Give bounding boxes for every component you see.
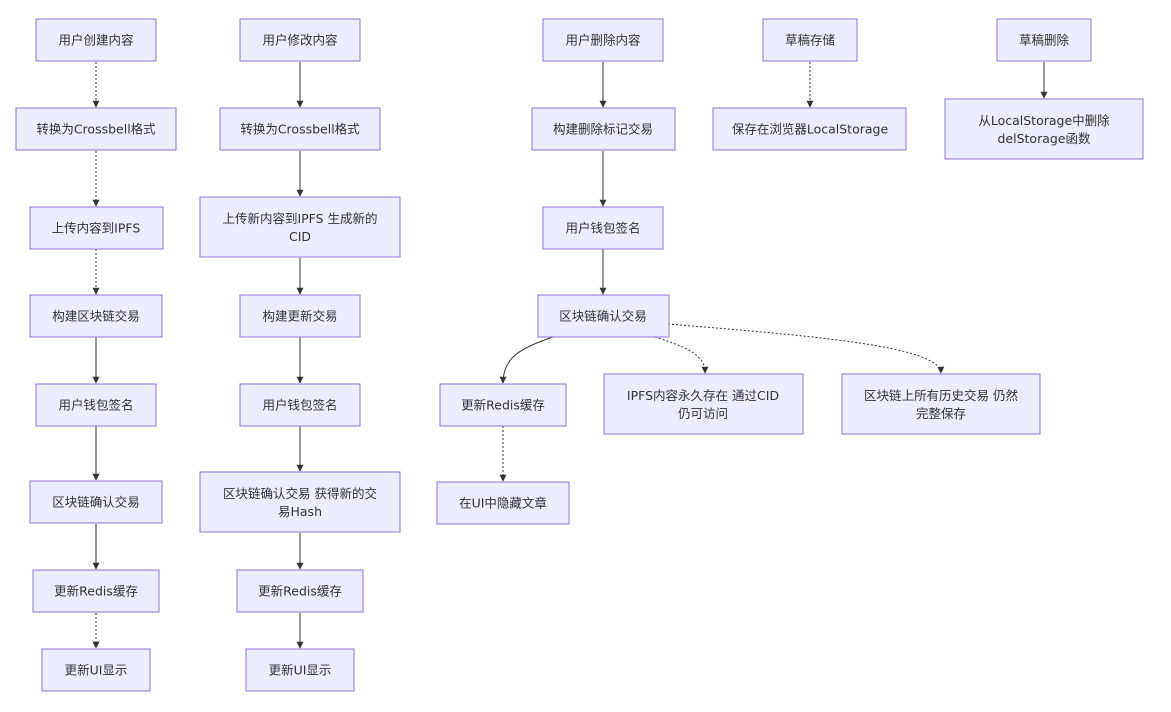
edges [92, 62, 1048, 649]
node-b3-label-line2: CID [289, 229, 311, 244]
node-a5: 用户钱包签名 [35, 383, 157, 427]
node-a5-label: 用户钱包签名 [58, 398, 133, 413]
node-a6: 区块链确认交易 [29, 480, 163, 524]
node-c2-label: 构建删除标记交易 [553, 122, 653, 137]
node-b6-label-line1: 区块链确认交易 获得新的交 [223, 486, 377, 501]
node-b1: 用户修改内容 [239, 18, 361, 62]
node-d2-label: 保存在浏览器LocalStorage [732, 122, 889, 137]
node-c8-label-line1: 区块链上所有历史交易 仍然 [864, 388, 1018, 403]
edge-c4-c8 [667, 323, 945, 374]
node-c2: 构建删除标记交易 [531, 107, 676, 151]
node-a3-label: 上传内容到IPFS [52, 221, 141, 236]
node-a3: 上传内容到IPFS [29, 206, 164, 250]
node-e2-label-line2: delStorage函数 [997, 131, 1091, 146]
node-a1-label: 用户创建内容 [58, 33, 133, 48]
node-b6-label-line2: 易Hash [278, 504, 322, 519]
node-e2: 从LocalStorage中删除 delStorage函数 [944, 98, 1144, 160]
node-c6-label: 在UI中隐藏文章 [459, 496, 547, 511]
node-a2: 转换为Crossbell格式 [15, 107, 177, 151]
node-c7-label-line1: IPFS内容永久存在 通过CID [627, 388, 779, 403]
node-b5-label: 用户钱包签名 [262, 398, 337, 413]
node-a8-label: 更新UI显示 [65, 663, 128, 678]
node-b4-label: 构建更新交易 [262, 309, 337, 324]
edge-c4-c5 [499, 336, 554, 384]
node-b7-label: 更新Redis缓存 [258, 584, 342, 599]
node-c8-label-line2: 完整保存 [916, 406, 966, 421]
node-b8-label: 更新UI显示 [269, 663, 332, 678]
edge-c4-c7 [654, 336, 709, 374]
node-c6: 在UI中隐藏文章 [436, 481, 570, 525]
node-b6: 区块链确认交易 获得新的交 易Hash [199, 471, 401, 533]
node-c3: 用户钱包签名 [542, 206, 664, 250]
nodes: 用户创建内容 转换为Crossbell格式 上传内容到IPFS 构建区块链交易 … [15, 18, 1144, 692]
node-c1: 用户删除内容 [542, 18, 664, 62]
node-c7-label-line2: 仍可访问 [678, 406, 728, 421]
node-a6-label: 区块链确认交易 [52, 495, 140, 510]
node-a1: 用户创建内容 [35, 18, 157, 62]
node-b8: 更新UI显示 [245, 648, 355, 692]
node-a2-label: 转换为Crossbell格式 [36, 122, 156, 137]
node-a7: 更新Redis缓存 [32, 569, 160, 613]
node-a8: 更新UI显示 [41, 648, 151, 692]
node-c8: 区块链上所有历史交易 仍然 完整保存 [841, 373, 1041, 435]
node-c4-label: 区块链确认交易 [559, 309, 647, 324]
node-b3: 上传新内容到IPFS 生成新的 CID [199, 196, 401, 258]
node-a7-label: 更新Redis缓存 [54, 584, 138, 599]
node-a4: 构建区块链交易 [29, 294, 163, 338]
node-e1: 草稿删除 [996, 18, 1092, 62]
node-c5: 更新Redis缓存 [439, 383, 567, 427]
node-d2: 保存在浏览器LocalStorage [712, 107, 907, 151]
node-b7: 更新Redis缓存 [236, 569, 364, 613]
node-b1-label: 用户修改内容 [262, 33, 337, 48]
node-b2-label: 转换为Crossbell格式 [240, 122, 360, 137]
node-e2-label-line1: 从LocalStorage中删除 [978, 113, 1110, 128]
node-e1-label: 草稿删除 [1019, 33, 1070, 48]
node-c5-label: 更新Redis缓存 [461, 398, 545, 413]
node-b4: 构建更新交易 [239, 294, 361, 338]
node-c1-label: 用户删除内容 [565, 33, 640, 48]
node-c3-label: 用户钱包签名 [565, 221, 640, 236]
node-d1: 草稿存储 [762, 18, 858, 62]
node-b3-label-line1: 上传新内容到IPFS 生成新的 [222, 211, 377, 226]
node-c4: 区块链确认交易 [537, 294, 670, 338]
node-a4-label: 构建区块链交易 [52, 309, 140, 324]
node-d1-label: 草稿存储 [785, 33, 835, 48]
node-b2: 转换为Crossbell格式 [219, 107, 381, 151]
node-b5: 用户钱包签名 [239, 383, 361, 427]
node-c7: IPFS内容永久存在 通过CID 仍可访问 [603, 373, 804, 435]
